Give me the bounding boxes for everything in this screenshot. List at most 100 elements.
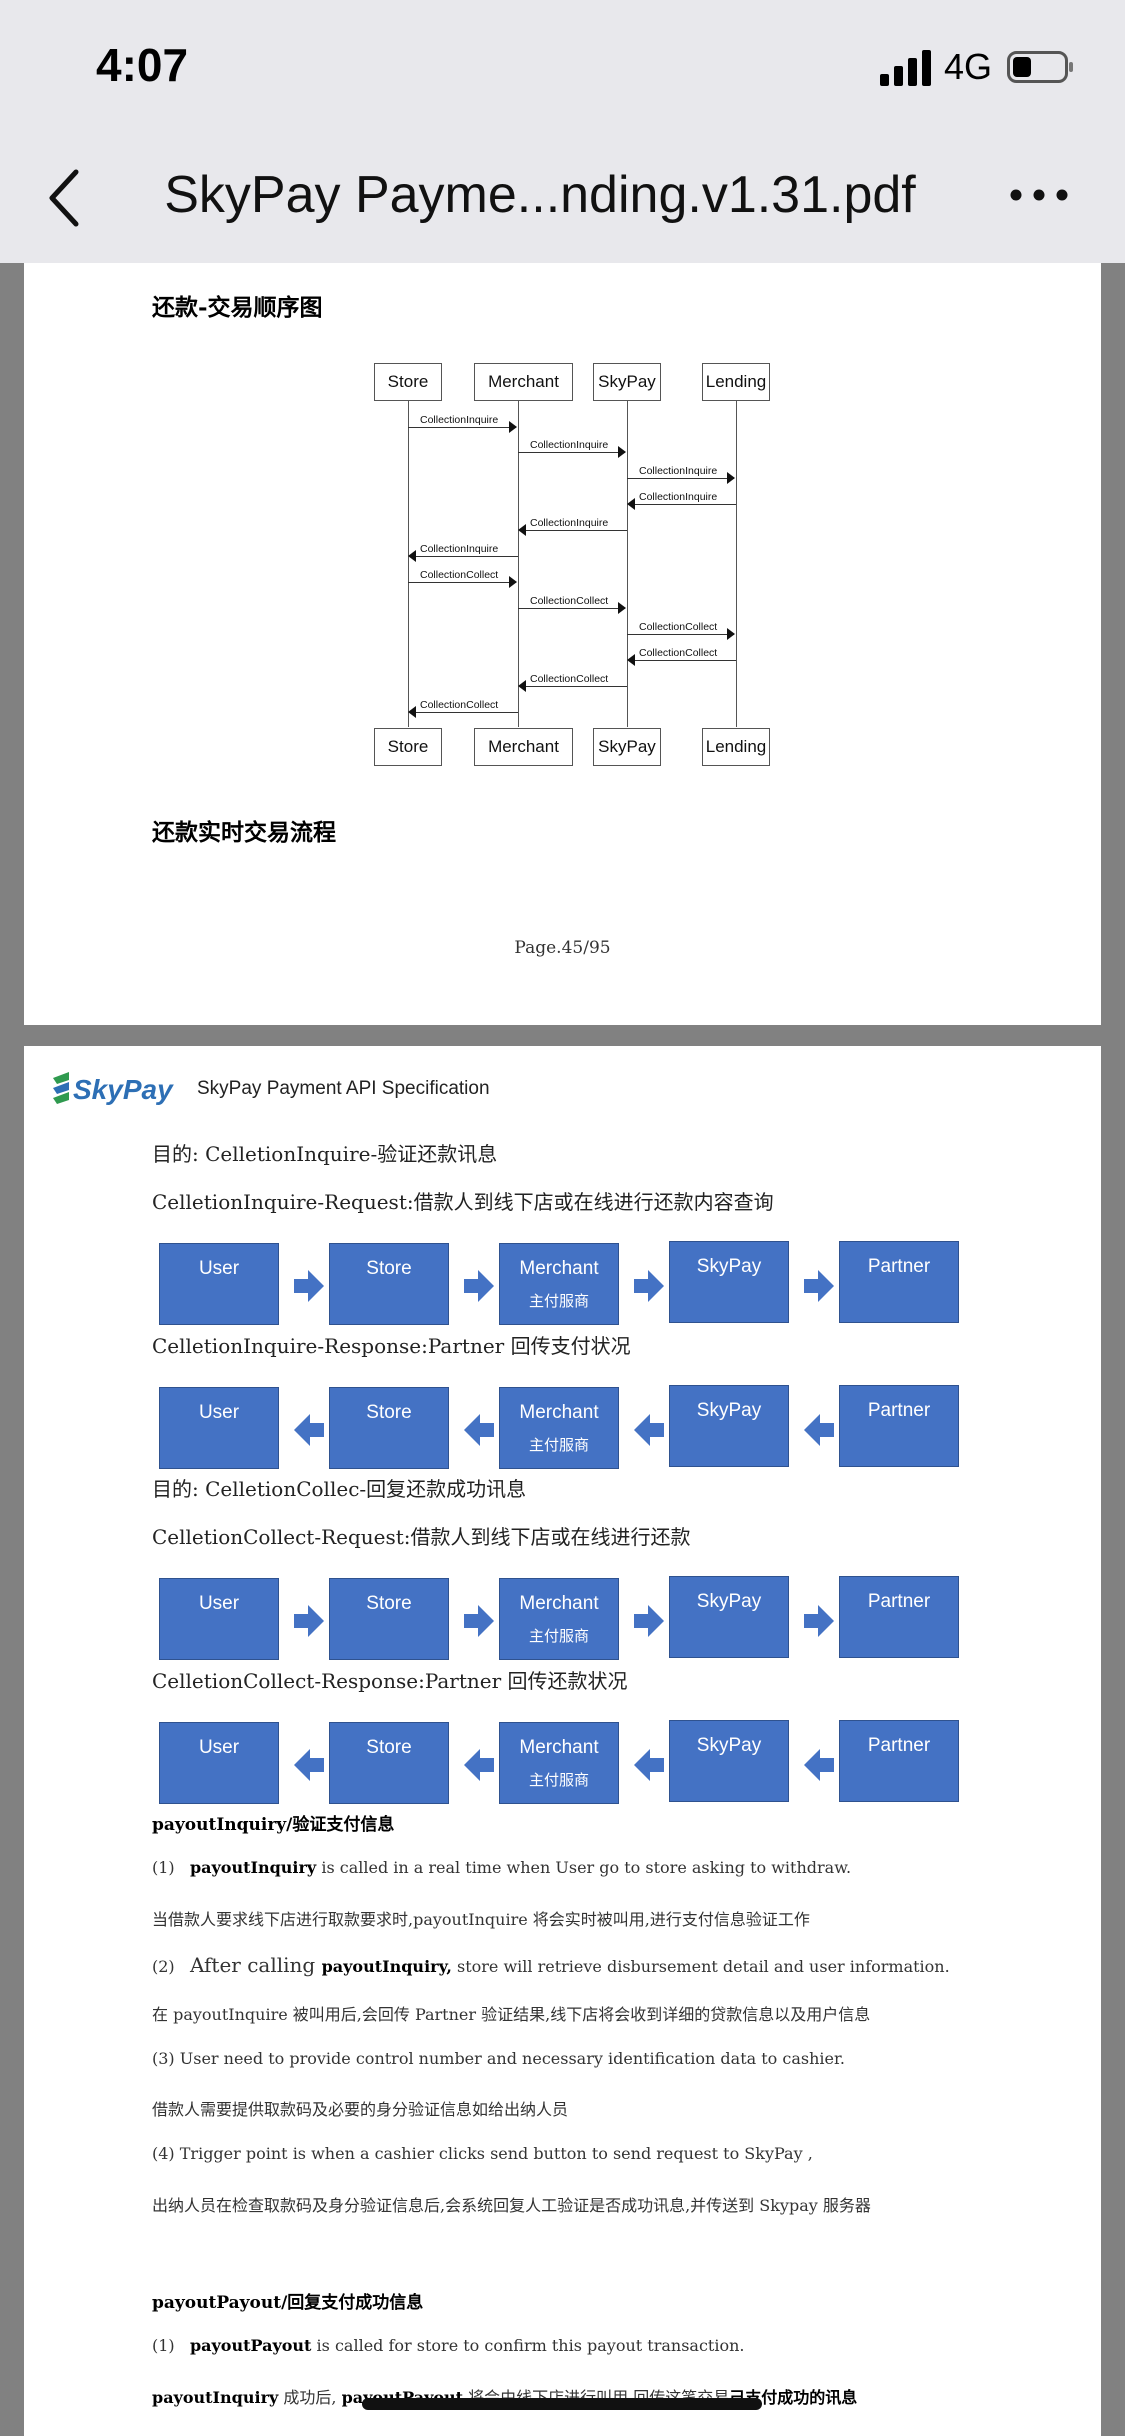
flow-node-store: Store (329, 1243, 449, 1325)
arrow-right-icon (634, 1605, 664, 1637)
paragraph-1-cn: 当借款人要求线下店进行取款要求时,payoutInquire 将会实时被叫用,进… (152, 1910, 810, 1929)
message-arrow (629, 660, 736, 661)
flow-node-store: Store (329, 1722, 449, 1804)
arrow-right-icon (804, 1605, 834, 1637)
arrowhead-left (408, 550, 416, 562)
arrow-right-icon (634, 1270, 664, 1302)
lifeline-skypay (627, 401, 628, 727)
back-chevron-icon[interactable] (40, 160, 100, 236)
participant-lending-top: Lending (702, 363, 770, 401)
paragraph-3-cn: 借款人需要提供取款码及必要的身分验证信息如给出纳人员 (152, 2100, 569, 2119)
flow-node-store: Store (329, 1578, 449, 1660)
more-options-icon[interactable] (1008, 175, 1070, 215)
arrow-left-icon (294, 1414, 324, 1446)
participant-merchant-bottom: Merchant (474, 728, 573, 766)
collect-response-label: CelletionCollect-Response:Partner 回传还款状况 (152, 1669, 628, 1693)
arrowhead-left (408, 706, 416, 718)
arrow-left-icon (464, 1414, 494, 1446)
inquire-request-label: CelletionInquire-Request:借款人到线下店或在线进行还款内… (152, 1190, 774, 1214)
paragraph-2-cn: 在 payoutInquire 被叫用后,会回传 Partner 验证结果,线下… (152, 2005, 871, 2024)
sequence-heading: 还款-交易顺序图 (152, 294, 323, 321)
arrowhead-right (509, 421, 517, 433)
top-bar: 4:07 4G SkyPay Payme...nding.v1.31.pdf (0, 0, 1125, 263)
message-label: CollectionInquire (530, 517, 609, 529)
arrowhead-left (518, 524, 526, 536)
network-type: 4G (944, 46, 993, 87)
arrow-right-icon (294, 1270, 324, 1302)
skypay-logo: SkyPay (53, 1072, 174, 1105)
paragraph-4: (4) Trigger point is when a cashier clic… (152, 2144, 813, 2163)
arrow-left-icon (464, 1749, 494, 1781)
document-title: SkyPay Payme...nding.v1.31.pdf (164, 166, 916, 224)
collect-request-label: CelletionCollect-Request:借款人到线下店或在线进行还款 (152, 1525, 691, 1549)
message-arrow (520, 530, 627, 531)
arrow-right-icon (294, 1605, 324, 1637)
arrowhead-right (618, 602, 626, 614)
flow-node-skypay: SkyPay (669, 1241, 789, 1323)
home-indicator[interactable] (362, 2398, 762, 2410)
arrowhead-left (627, 654, 635, 666)
arrowhead-left (518, 680, 526, 692)
pdf-page-46: SkyPay SkyPay Payment API Specification … (24, 1046, 1101, 2436)
message-label: CollectionCollect (530, 673, 609, 685)
flow-node-skypay: SkyPay (669, 1576, 789, 1658)
paragraph-5: (1) payoutPayout is called for store to … (152, 2336, 745, 2355)
message-label: CollectionInquire (530, 439, 609, 451)
status-time: 4:07 (96, 39, 189, 91)
message-label: CollectionCollect (420, 699, 499, 711)
message-label: CollectionCollect (530, 595, 609, 607)
paragraph-3: (3) User need to provide control number … (152, 2049, 845, 2068)
message-arrow (408, 582, 516, 583)
flow-node-store: Store (329, 1387, 449, 1469)
arrow-left-icon (634, 1749, 664, 1781)
message-label: CollectionCollect (639, 621, 718, 633)
arrow-left-icon (294, 1749, 324, 1781)
inquire-response-label: CelletionInquire-Response:Partner 回传支付状况 (152, 1334, 631, 1358)
collect-purpose: 目的: CelletionCollec-回复还款成功讯息 (152, 1477, 527, 1501)
message-label: CollectionInquire (420, 543, 499, 555)
message-arrow (629, 504, 736, 505)
arrowhead-left (627, 498, 635, 510)
payout-payout-heading: payoutPayout/回复支付成功信息 (152, 2293, 424, 2313)
flow-node-skypay: SkyPay (669, 1385, 789, 1467)
paragraph-2: (2) After calling payoutInquiry, store w… (152, 1953, 950, 1977)
participant-skypay-bottom: SkyPay (593, 728, 661, 766)
message-arrow (408, 427, 516, 428)
message-label: CollectionCollect (420, 569, 499, 581)
arrowhead-right (727, 628, 735, 640)
flow-node-user: User (159, 1578, 279, 1660)
flow-node-user: User (159, 1722, 279, 1804)
flow-node-user: User (159, 1243, 279, 1325)
pdf-page-45: 还款-交易顺序图 Store Merchant SkyPay Lending C… (24, 263, 1101, 1025)
paragraph-4-cn: 出纳人员在检查取款码及身分验证信息后,会系统回复人工验证是否成功讯息,并传送到 … (152, 2196, 871, 2215)
message-label: CollectionInquire (420, 414, 499, 426)
inquire-purpose: 目的: CelletionInquire-验证还款讯息 (152, 1142, 498, 1166)
sequence-diagram: Store Merchant SkyPay Lending Collection… (374, 363, 814, 783)
arrow-right-icon (804, 1270, 834, 1302)
participant-merchant-top: Merchant (474, 363, 573, 401)
lifeline-merchant (518, 401, 519, 727)
svg-text:SkyPay: SkyPay (73, 1074, 174, 1105)
arrowhead-right (727, 472, 735, 484)
paragraph-1: (1) payoutInquiry is called in a real ti… (152, 1858, 852, 1877)
message-arrow (627, 634, 734, 635)
signal-icon (880, 50, 931, 86)
battery-icon (1007, 51, 1073, 83)
flow-heading: 还款实时交易流程 (152, 819, 336, 846)
spec-title: SkyPay Payment API Specification (197, 1078, 490, 1099)
arrowhead-right (618, 446, 626, 458)
participant-lending-bottom: Lending (702, 728, 770, 766)
flow-node-partner: Partner (839, 1576, 959, 1658)
flow-node-partner: Partner (839, 1241, 959, 1323)
participant-skypay-top: SkyPay (593, 363, 661, 401)
arrow-right-icon (464, 1270, 494, 1302)
message-arrow (410, 712, 518, 713)
message-arrow (518, 608, 625, 609)
flow-node-skypay: SkyPay (669, 1720, 789, 1802)
arrow-left-icon (804, 1749, 834, 1781)
arrow-left-icon (634, 1414, 664, 1446)
